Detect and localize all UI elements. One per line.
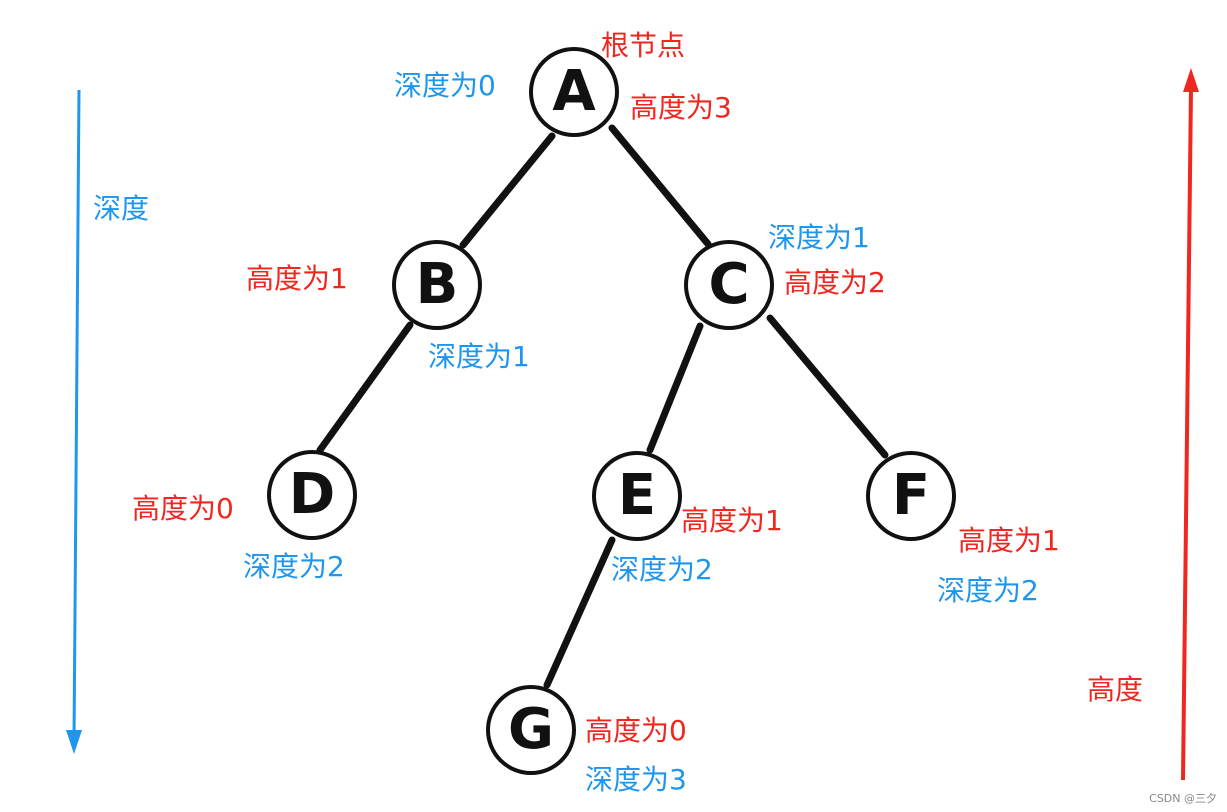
node-b-height-label: 高度为1 xyxy=(246,262,348,295)
node-a: A xyxy=(529,47,619,137)
node-d: D xyxy=(267,450,357,540)
edge-c-f xyxy=(766,314,889,459)
node-b: B xyxy=(392,240,482,330)
depth-axis-label: 深度 xyxy=(93,192,150,225)
node-d-depth-label: 深度为2 xyxy=(243,550,345,583)
edge-c-e xyxy=(646,322,704,454)
node-g-height-label: 高度为0 xyxy=(585,714,687,747)
node-f-depth-label: 深度为2 xyxy=(937,574,1039,607)
node-e-height-label: 高度为1 xyxy=(681,504,783,537)
node-f-height-label: 高度为1 xyxy=(958,524,1060,557)
root-label: 根节点 xyxy=(601,29,686,62)
depth-arrow xyxy=(72,89,81,741)
edge-e-g xyxy=(543,536,616,689)
node-a-height-label: 高度为3 xyxy=(630,91,732,124)
height-arrow xyxy=(1181,87,1193,781)
node-d-height-label: 高度为0 xyxy=(132,492,234,525)
height-arrow-head xyxy=(1183,68,1199,92)
node-a-depth-label: 深度为0 xyxy=(394,69,496,102)
height-axis-label: 高度 xyxy=(1087,673,1144,706)
depth-arrow-head xyxy=(66,730,82,754)
node-f: F xyxy=(866,451,956,541)
edge-b-d xyxy=(316,321,414,454)
node-c-height-label: 高度为2 xyxy=(784,266,886,299)
node-c-depth-label: 深度为1 xyxy=(768,221,870,254)
watermark: CSDN @三夕 xyxy=(1149,792,1217,805)
node-b-depth-label: 深度为1 xyxy=(428,340,530,373)
node-g: G xyxy=(486,685,576,775)
node-g-depth-label: 深度为3 xyxy=(585,763,687,796)
node-e: E xyxy=(592,451,682,541)
edge-a-c xyxy=(608,124,712,248)
node-e-depth-label: 深度为2 xyxy=(611,553,713,586)
node-c: C xyxy=(684,240,774,330)
edge-a-b xyxy=(459,132,556,249)
